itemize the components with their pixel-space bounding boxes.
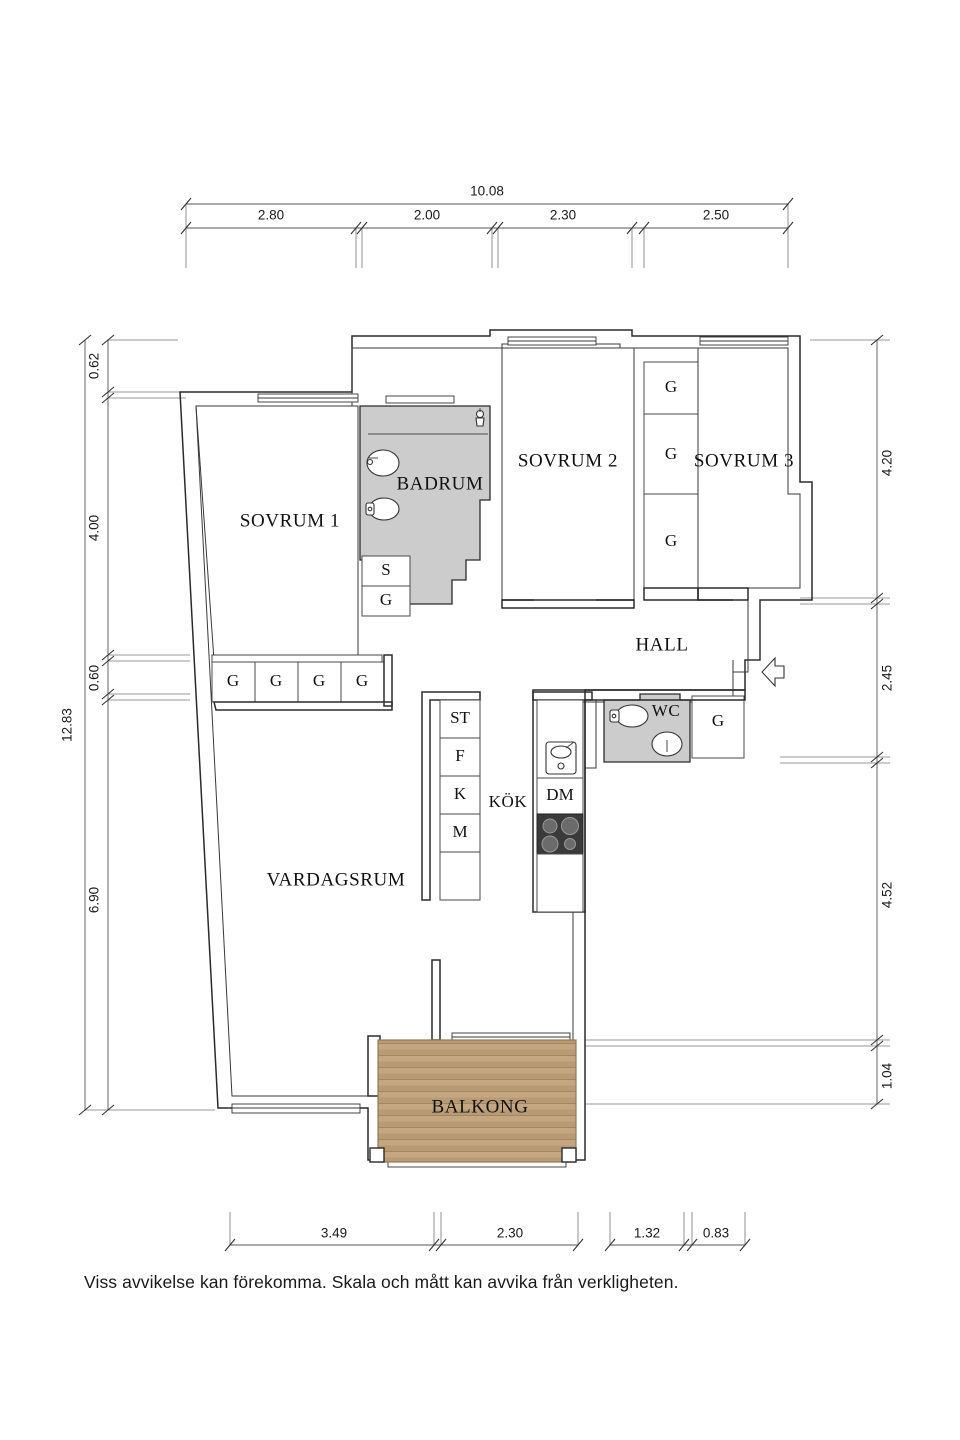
sink-wc bbox=[651, 731, 683, 757]
hall-wardrobe[interactable]: G bbox=[691, 695, 745, 759]
dim-top-seg-2: 2.00 bbox=[414, 208, 440, 223]
room-vardagsrum: VARDAGSRUM bbox=[267, 869, 441, 1097]
wardrobe-row-3-label: G bbox=[313, 671, 325, 690]
shower-fixture bbox=[475, 408, 485, 427]
wardrobe-row-vardagsrum: G G G G bbox=[211, 654, 393, 711]
room-label-vardagsrum: VARDAGSRUM bbox=[267, 869, 406, 890]
wardrobe-row-1[interactable] bbox=[211, 661, 256, 703]
kitchen-dm[interactable] bbox=[536, 777, 584, 815]
wardrobe-row-2-label: G bbox=[270, 671, 282, 690]
dim-right-seg-2: 2.45 bbox=[880, 665, 895, 691]
balcony-post-right bbox=[561, 1147, 577, 1163]
closet-g-badrum-label: G bbox=[380, 590, 392, 609]
room-label-badrum: BADRUM bbox=[396, 473, 483, 494]
room-hall: HALL bbox=[635, 600, 761, 690]
kitchen-f[interactable] bbox=[439, 737, 481, 777]
wardrobe-col-1-label: G bbox=[665, 377, 677, 396]
kitchen-counter-lower[interactable] bbox=[536, 853, 584, 913]
dim-bottom-seg-2: 2.30 bbox=[497, 1226, 523, 1241]
top-dimension-chain: 10.08 2.80 2.00 2.30 2.50 bbox=[180, 184, 794, 268]
room-wc: WC bbox=[603, 693, 691, 763]
room-balkong: BALKONG bbox=[369, 1039, 577, 1163]
room-label-sovrum1: SOVRUM 1 bbox=[240, 510, 340, 531]
dim-bottom-seg-3: 1.32 bbox=[634, 1226, 660, 1241]
wardrobe-col-3-label: G bbox=[665, 531, 677, 550]
kitchen-sink bbox=[545, 741, 577, 775]
kitchen-bench[interactable] bbox=[439, 851, 481, 901]
balcony-deck bbox=[377, 1039, 577, 1163]
kitchen-k-label: K bbox=[454, 784, 467, 803]
toilet-wc bbox=[609, 704, 649, 728]
room-label-hall: HALL bbox=[635, 634, 688, 655]
dim-bottom-seg-4: 0.83 bbox=[703, 1226, 729, 1241]
wardrobe-col-2-label: G bbox=[665, 444, 677, 463]
kitchen-f-label: F bbox=[455, 746, 464, 765]
balcony-post-left bbox=[369, 1147, 385, 1163]
right-dimension-chain: 4.20 2.45 4.52 1.04 bbox=[585, 334, 895, 1110]
dim-top-seg-4: 2.50 bbox=[703, 208, 729, 223]
dim-left-seg-4: 6.90 bbox=[87, 887, 102, 913]
dim-right-seg-4: 1.04 bbox=[880, 1062, 895, 1089]
wardrobe-col-3[interactable] bbox=[643, 493, 699, 589]
wardrobe-row-1-label: G bbox=[227, 671, 239, 690]
dim-left-seg-1: 0.62 bbox=[87, 353, 102, 379]
room-label-balkong: BALKONG bbox=[431, 1096, 528, 1117]
closet-g-badrum[interactable] bbox=[361, 585, 411, 617]
wardrobe-col-2[interactable] bbox=[643, 413, 699, 495]
dim-top-seg-3: 2.30 bbox=[550, 208, 576, 223]
room-label-kok: KÖK bbox=[489, 792, 528, 811]
left-dimension-chain: 12.83 0.62 4.00 0.60 6.90 bbox=[60, 334, 215, 1116]
wardrobe-row-4[interactable] bbox=[340, 661, 385, 703]
dim-left-seg-3: 0.60 bbox=[87, 665, 102, 691]
dim-left-seg-2: 4.00 bbox=[87, 515, 102, 541]
wardrobe-row-4-label: G bbox=[356, 671, 368, 690]
badrum-closets: S G bbox=[361, 555, 411, 617]
dim-bottom-seg-1: 3.49 bbox=[321, 1226, 347, 1241]
kitchen-st-label: ST bbox=[450, 708, 470, 727]
room-badrum: BADRUM bbox=[359, 405, 491, 605]
sink-badrum bbox=[366, 449, 400, 477]
bottom-dimension-chain: 3.49 2.30 1.32 0.83 bbox=[224, 1212, 751, 1252]
hall-wardrobe-label: G bbox=[712, 711, 724, 730]
closet-s-label: S bbox=[381, 560, 390, 579]
kitchen-st[interactable] bbox=[439, 699, 481, 739]
dim-top-seg-1: 2.80 bbox=[258, 208, 284, 223]
dim-right-seg-1: 4.20 bbox=[880, 450, 895, 476]
stove[interactable] bbox=[536, 813, 584, 855]
wardrobe-row-3[interactable] bbox=[297, 661, 342, 703]
entrance-door-arrow[interactable] bbox=[761, 656, 785, 688]
toilet-badrum bbox=[365, 497, 400, 521]
kitchen-m-label: M bbox=[452, 822, 467, 841]
wardrobe-column-sovrum: G G G bbox=[643, 361, 699, 589]
wardrobe-row-top-band bbox=[211, 654, 383, 663]
room-label-wc: WC bbox=[652, 701, 681, 720]
room-label-sovrum3: SOVRUM 3 bbox=[694, 450, 794, 471]
room-label-sovrum2: SOVRUM 2 bbox=[518, 450, 618, 471]
disclaimer-caption: Viss avvikelse kan förekomma. Skala och … bbox=[84, 1272, 679, 1292]
window-badrum bbox=[385, 395, 455, 404]
room-kok: ST F K M DM KÖK bbox=[421, 691, 593, 913]
kitchen-dm-label: DM bbox=[546, 785, 573, 804]
dim-top-total: 10.08 bbox=[470, 184, 504, 199]
dim-left-total: 12.83 bbox=[60, 708, 75, 742]
dim-right-seg-3: 4.52 bbox=[880, 882, 895, 908]
